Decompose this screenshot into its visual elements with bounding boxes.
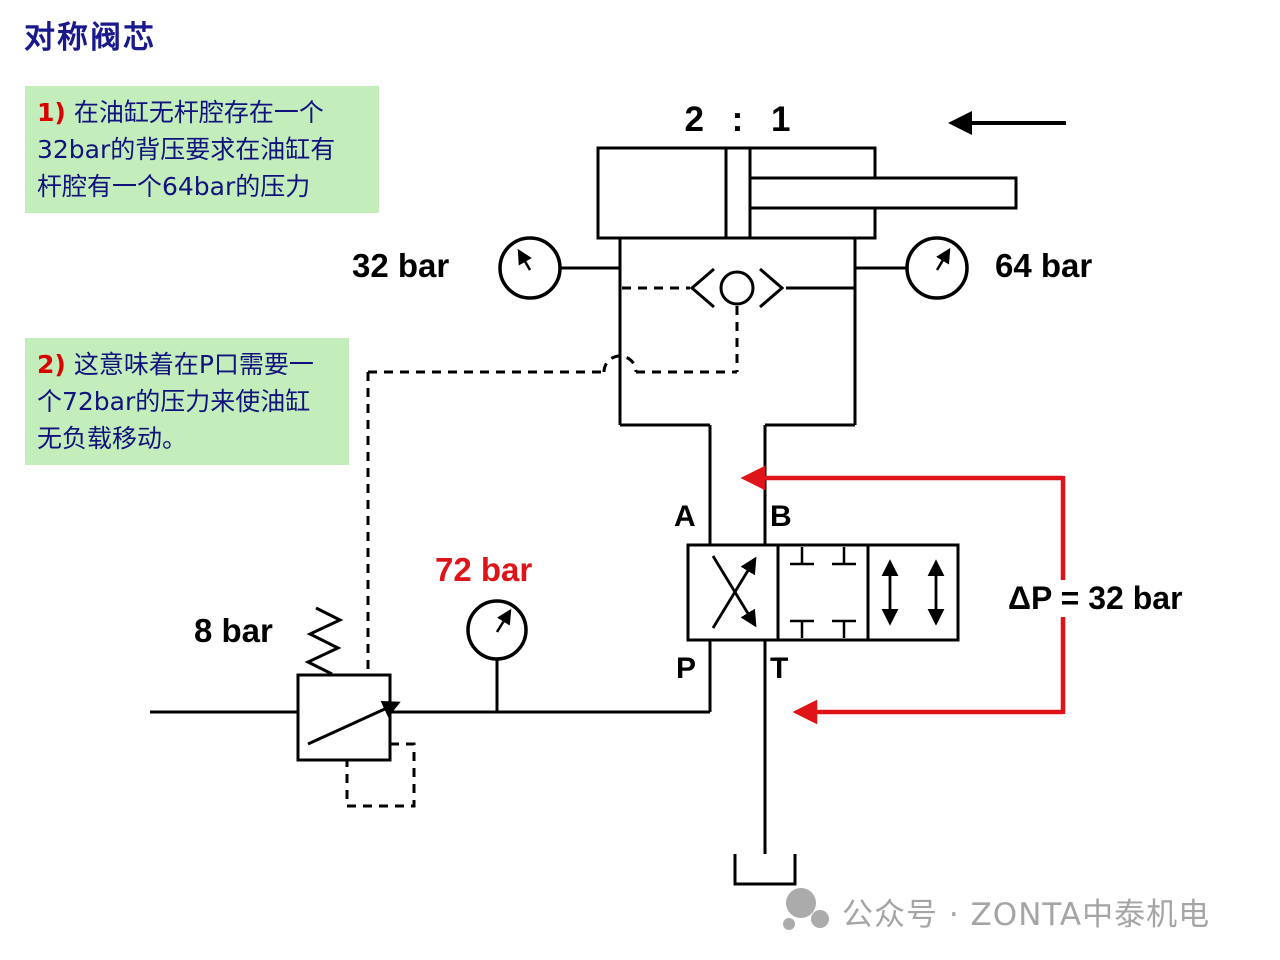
pilot-lines bbox=[345, 306, 739, 808]
note-2-line1: 这意味着在P口需要一 bbox=[73, 350, 314, 379]
port-p-label: P bbox=[676, 652, 697, 685]
gauge-72bar-icon bbox=[466, 599, 528, 712]
gauge-64bar-icon bbox=[905, 236, 969, 300]
relief-setting-label: 8 bar bbox=[194, 612, 273, 649]
watermark-text: 公众号 · ZONTA中泰机电 bbox=[842, 897, 1211, 933]
cylinder-port-lines bbox=[560, 238, 907, 545]
note-2-number: 2) bbox=[37, 350, 66, 379]
note-1-line1: 在油缸无杆腔存在一个 bbox=[73, 98, 324, 127]
note-2-line2: 个72bar的压力来使油缸 bbox=[37, 387, 311, 416]
note-1-line3: 杆腔有一个64bar的压力 bbox=[37, 172, 311, 201]
relief-drain-pilot bbox=[345, 742, 416, 808]
valve-position-crossed bbox=[711, 555, 757, 629]
spring-icon bbox=[304, 606, 344, 676]
port-t-label: T bbox=[770, 652, 789, 685]
note-1: 1)在油缸无杆腔存在一个 32bar的背压要求在油缸有 杆腔有一个64bar的压… bbox=[25, 86, 379, 213]
port-a-label: A bbox=[674, 500, 696, 533]
area-ratio-label: 2 : 1 bbox=[684, 100, 800, 139]
note-1-number: 1) bbox=[37, 98, 66, 127]
valve-position-parallel bbox=[881, 559, 945, 626]
check-valve-icon bbox=[622, 267, 855, 309]
line-crossover-hop bbox=[602, 354, 638, 373]
watermark-logo-icon bbox=[783, 888, 829, 930]
gauge-32bar-icon bbox=[498, 236, 562, 300]
port-b-label: B bbox=[770, 500, 792, 533]
gauge-72bar-label: 72 bar bbox=[435, 551, 533, 588]
pressure-drop-label: ΔP = 32 bar bbox=[1003, 580, 1188, 617]
note-2: 2)这意味着在P口需要一 个72bar的压力来使油缸 无负载移动。 bbox=[25, 338, 349, 465]
gauge-64bar-label: 64 bar bbox=[995, 247, 1093, 284]
piston-rod bbox=[748, 176, 1018, 210]
note-1-line2: 32bar的背压要求在油缸有 bbox=[37, 135, 336, 164]
tank-icon bbox=[733, 854, 797, 886]
gauge-32bar-label: 32 bar bbox=[352, 247, 450, 284]
cylinder-symbol bbox=[596, 146, 1018, 240]
note-2-line3: 无负载移动。 bbox=[37, 424, 188, 453]
piston bbox=[724, 146, 752, 240]
valve-position-closed bbox=[790, 547, 856, 638]
supply-lines bbox=[150, 640, 767, 854]
relief-valve-icon bbox=[296, 606, 401, 762]
directional-valve-icon bbox=[686, 543, 960, 642]
page-title: 对称阀芯 bbox=[24, 20, 156, 56]
